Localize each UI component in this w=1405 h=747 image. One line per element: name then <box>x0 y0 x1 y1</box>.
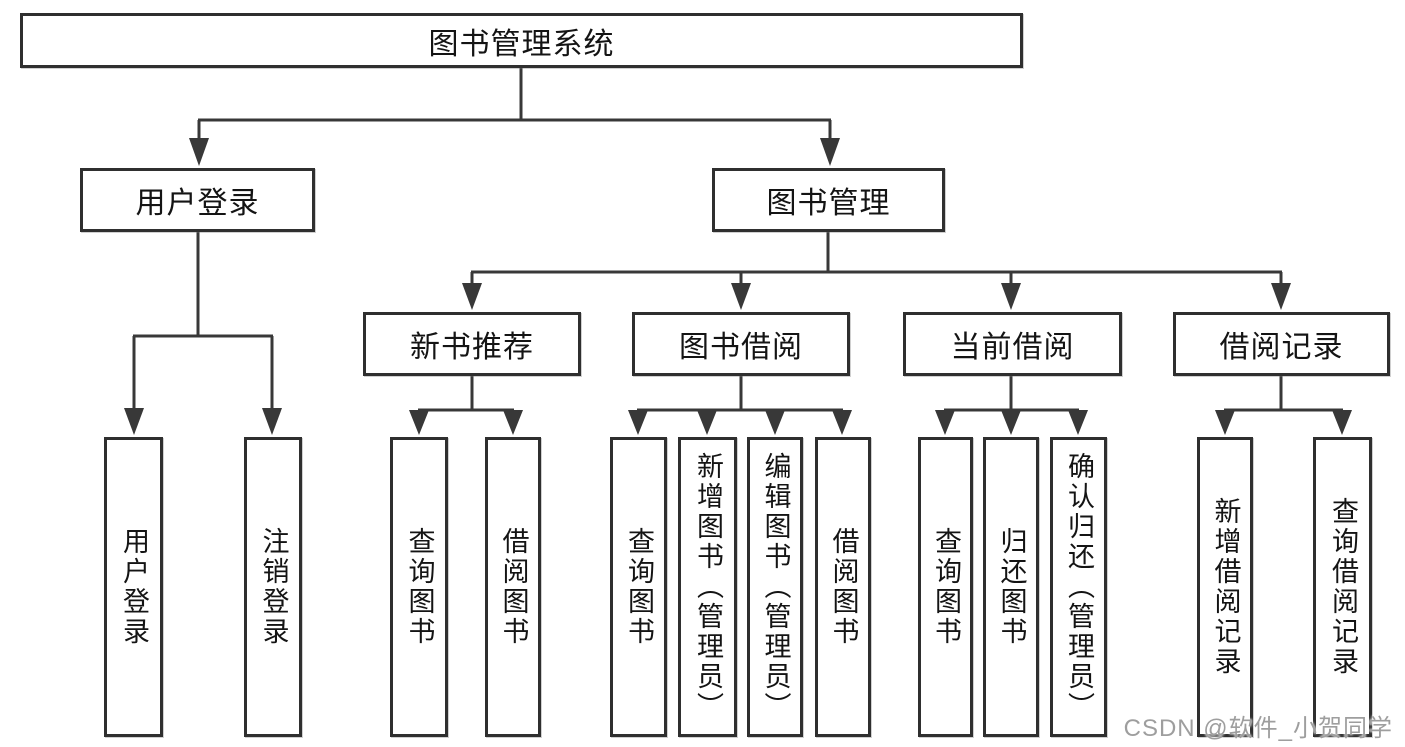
node-user-login: 用户登录 <box>80 168 315 232</box>
csdn-watermark: CSDN @软件_小贺同学 <box>1123 715 1393 742</box>
leaf-query-books-borrowing: 查询图书 <box>610 437 667 737</box>
leaf-logout: 注销登录 <box>244 437 302 737</box>
leaf-confirm-return-admin: 确认归还（管理员） <box>1050 437 1107 737</box>
node-borrowing-records: 借阅记录 <box>1173 312 1390 376</box>
leaf-user-login: 用户登录 <box>104 437 163 737</box>
leaf-return-books: 归还图书 <box>983 437 1039 737</box>
leaf-query-books-current: 查询图书 <box>918 437 973 737</box>
leaf-add-book-admin: 新增图书（管理员） <box>678 437 737 737</box>
leaf-query-borrow-record: 查询借阅记录 <box>1313 437 1372 737</box>
leaf-borrow-books-recommend: 借阅图书 <box>485 437 541 737</box>
node-new-book-recommendation: 新书推荐 <box>363 312 581 376</box>
leaf-edit-book-admin: 编辑图书（管理员） <box>747 437 803 737</box>
node-current-borrowing: 当前借阅 <box>903 312 1122 376</box>
leaf-borrow-books-borrowing: 借阅图书 <box>815 437 871 737</box>
leaf-add-borrow-record: 新增借阅记录 <box>1197 437 1253 737</box>
node-book-management: 图书管理 <box>712 168 945 232</box>
leaf-query-books-recommend: 查询图书 <box>390 437 448 737</box>
node-book-borrowing: 图书借阅 <box>632 312 850 376</box>
node-library-management-system: 图书管理系统 <box>20 13 1023 68</box>
